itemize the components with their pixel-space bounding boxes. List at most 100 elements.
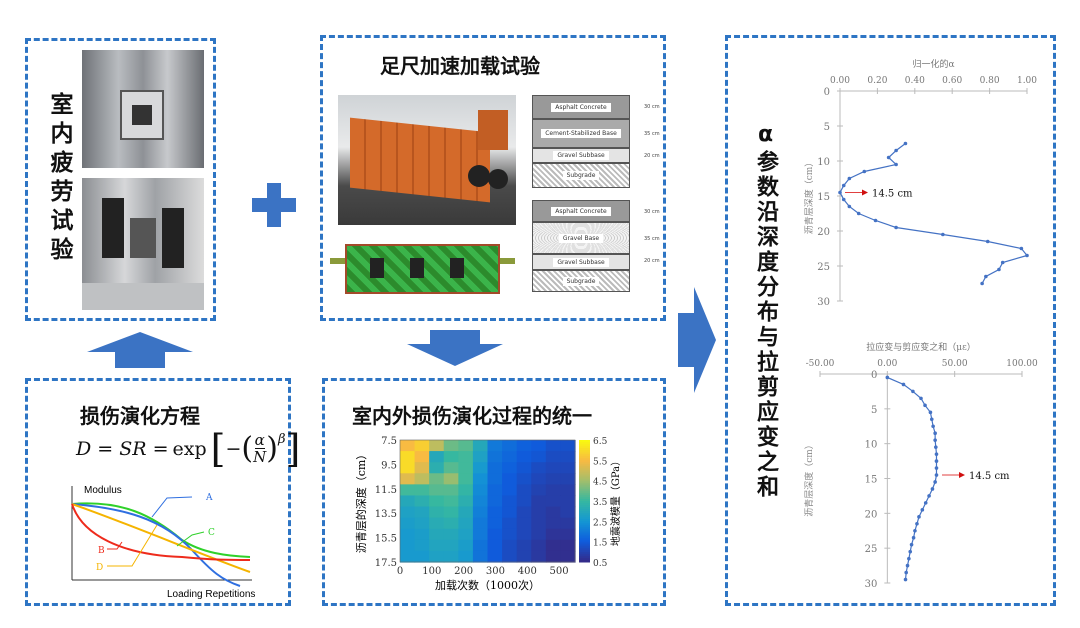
x-tick-label: 0.60 bbox=[942, 76, 962, 86]
x-tick-label: 100.00 bbox=[1006, 359, 1038, 369]
heatmap-cell bbox=[560, 506, 576, 519]
y-axis-title: 沥青层深度（cm） bbox=[803, 440, 815, 517]
colorbar-segment bbox=[579, 480, 590, 484]
chart-title: 拉应变与剪应变之和（με） bbox=[866, 341, 976, 353]
heatmap-cell bbox=[472, 495, 489, 508]
data-point bbox=[894, 148, 898, 153]
heatmap-cell bbox=[502, 550, 518, 563]
heatmap-cell bbox=[502, 539, 518, 552]
colorbar-segment bbox=[579, 468, 590, 471]
colorbar-segment bbox=[579, 537, 590, 541]
colorbar-segment bbox=[579, 525, 590, 528]
damage-equation-title: 损伤演化方程 bbox=[80, 404, 200, 428]
curve-d bbox=[71, 503, 251, 573]
heatmap-cell bbox=[443, 462, 459, 474]
curve-label-d: D bbox=[96, 563, 103, 573]
heatmap-cell bbox=[531, 484, 547, 497]
heatmap-cell bbox=[487, 506, 503, 519]
colorbar-segment bbox=[579, 553, 590, 557]
heatmap-cell bbox=[472, 539, 489, 552]
data-point bbox=[886, 155, 891, 160]
heatmap-cell bbox=[414, 440, 430, 452]
colorbar-segment bbox=[579, 460, 590, 463]
fatigue-test-panel bbox=[25, 38, 216, 321]
colorbar-segment bbox=[579, 494, 590, 498]
heatmap-cell bbox=[429, 539, 445, 552]
x-tick-label: 0.00 bbox=[877, 359, 897, 369]
x-tick-label: 100 bbox=[422, 566, 441, 577]
colorbar-segment bbox=[579, 517, 590, 520]
heatmap-cell bbox=[443, 440, 459, 452]
colorbar-segment bbox=[579, 478, 590, 482]
colorbar-segment bbox=[579, 486, 590, 490]
colorbar-segment bbox=[579, 450, 590, 453]
colorbar-segment bbox=[579, 543, 590, 547]
heatmap-cell bbox=[545, 440, 562, 452]
data-point bbox=[841, 183, 846, 188]
heatmap-cell bbox=[502, 517, 518, 530]
data-point bbox=[862, 169, 867, 174]
curve-label-a: A bbox=[205, 493, 213, 503]
x-tick-label: 0 bbox=[397, 566, 403, 577]
data-point bbox=[838, 190, 842, 195]
layer: Asphalt Concrete bbox=[532, 200, 630, 222]
layer: Cement-Stabilized Base bbox=[532, 119, 630, 148]
x-tick-label: 0.40 bbox=[905, 76, 925, 86]
data-point bbox=[847, 176, 852, 181]
heatmap-cell bbox=[531, 517, 547, 530]
y-axis-title: 沥青层深度（cm） bbox=[803, 158, 815, 235]
heatmap-cell bbox=[429, 528, 445, 541]
colorbar-segment bbox=[579, 539, 590, 543]
heatmap-cell bbox=[487, 528, 503, 541]
data-point bbox=[901, 382, 906, 387]
colorbar-segment bbox=[579, 444, 590, 447]
heatmap-cell bbox=[560, 451, 576, 463]
data-point bbox=[911, 389, 915, 394]
right-arrow-icon bbox=[678, 287, 716, 393]
heatmap-cell bbox=[531, 539, 547, 552]
colorbar-segment bbox=[579, 456, 590, 459]
data-point bbox=[980, 281, 984, 286]
y-tick-label: 20 bbox=[817, 227, 830, 238]
colorbar-segment bbox=[579, 498, 590, 502]
colorbar-tick-label: 1.5 bbox=[593, 539, 608, 549]
heatmap-cell bbox=[458, 539, 474, 552]
data-point bbox=[841, 197, 846, 202]
colorbar-segment bbox=[579, 557, 590, 561]
data-point bbox=[920, 508, 925, 512]
heatmap-cell bbox=[400, 473, 416, 485]
colorbar-segment bbox=[579, 448, 590, 451]
heatmap-cell bbox=[429, 440, 445, 452]
heatmap-cell bbox=[502, 528, 518, 541]
thickness-label: 20 cm bbox=[644, 258, 660, 264]
colorbar-segment bbox=[579, 474, 590, 478]
heatmap-cell bbox=[429, 451, 445, 463]
heatmap-cell bbox=[400, 484, 416, 497]
heatmap-cell bbox=[560, 550, 576, 563]
y-tick-label: 9.5 bbox=[381, 460, 397, 471]
heatmap-cell bbox=[487, 473, 503, 485]
heatmap-cell bbox=[429, 517, 445, 530]
colorbar-segment bbox=[579, 492, 590, 496]
data-point bbox=[933, 431, 937, 436]
data-point bbox=[934, 445, 938, 449]
heatmap-cell bbox=[429, 495, 445, 508]
unification-title: 室内外损伤演化过程的统一 bbox=[352, 404, 592, 428]
data-point bbox=[933, 480, 937, 484]
heatmap-cell bbox=[531, 473, 547, 485]
heatmap-cell bbox=[545, 484, 562, 497]
data-point bbox=[931, 424, 935, 429]
heatmap-cell bbox=[531, 462, 547, 474]
heatmap-cell bbox=[414, 473, 430, 485]
x-tick-label: 300 bbox=[486, 566, 505, 577]
colorbar-segment bbox=[579, 521, 590, 524]
data-point bbox=[934, 459, 939, 463]
heatmap-cell bbox=[545, 539, 562, 552]
plot-frame bbox=[399, 439, 576, 563]
colorbar-segment bbox=[579, 484, 590, 488]
data-point bbox=[847, 204, 852, 209]
heatmap-cell bbox=[531, 506, 547, 519]
colorbar-tick-label: 5.5 bbox=[593, 457, 608, 467]
heatmap-cell bbox=[545, 495, 562, 508]
